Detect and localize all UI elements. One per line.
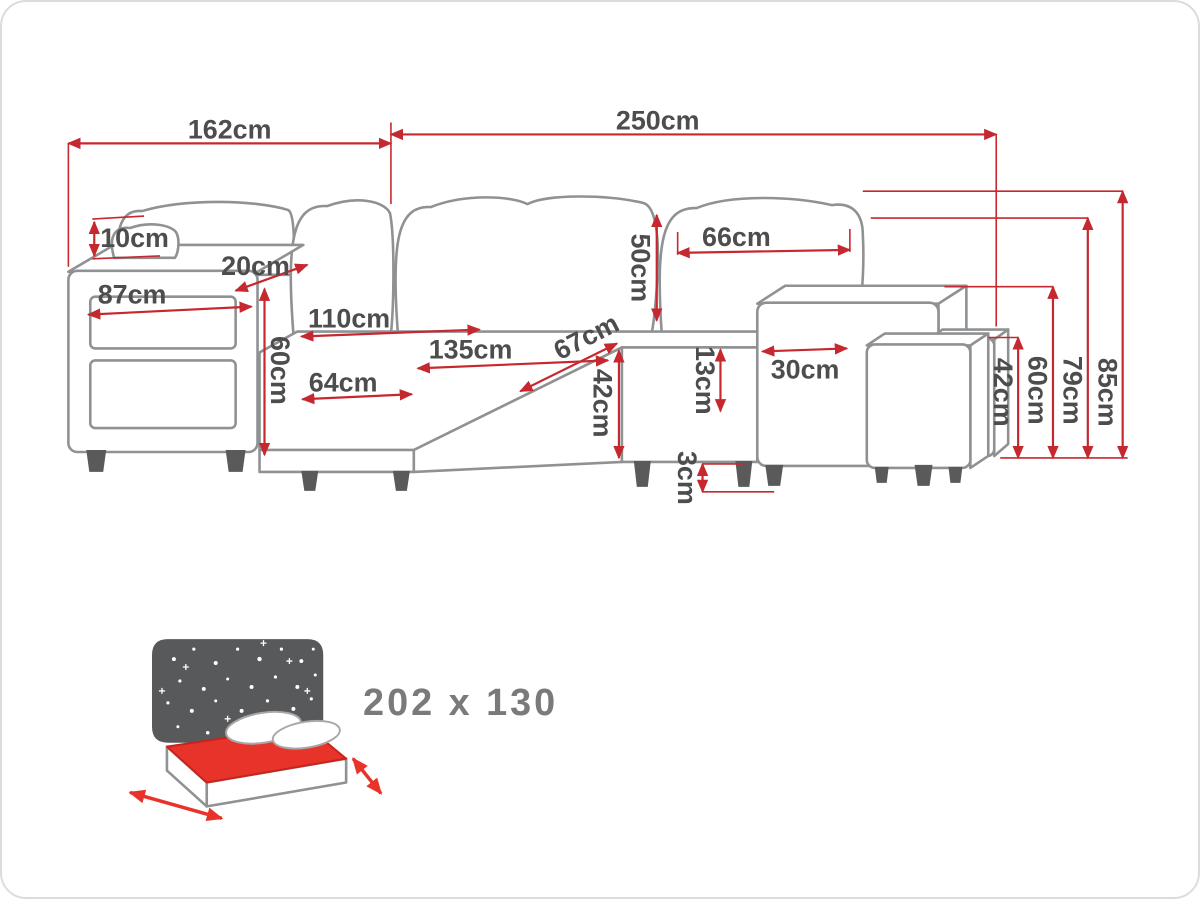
label-width-left: 162cm (188, 114, 272, 144)
stars (166, 647, 317, 735)
dimension-line-20 (234, 263, 309, 292)
label-seat-length: 135cm (429, 334, 513, 364)
label-armrest-pad: 10cm (100, 223, 169, 253)
label-armrest-height: 60cm (265, 336, 295, 405)
armrest-shelf-lower (88, 359, 237, 430)
pillow-right (271, 719, 341, 750)
label-total-height: 85cm (1092, 358, 1122, 427)
label-side-height: 60cm (1023, 356, 1053, 425)
label-pouf-height: 42cm (988, 358, 1018, 427)
label-armrest-front-width: 87cm (98, 280, 167, 310)
label-width-right: 250cm (616, 105, 700, 135)
label-corner-seat-length: 110cm (308, 304, 390, 334)
label-back-cushion-height: 50cm (625, 233, 655, 302)
armrest-back-pad (110, 223, 180, 260)
sofa-outline (67, 195, 1010, 491)
label-leg-height: 3cm (672, 451, 702, 505)
dimension-lines (66, 122, 1129, 494)
label-armrest-seat-gap: 13cm (690, 346, 720, 415)
back-cushion-corner (289, 199, 395, 335)
width-arrow-icon (128, 789, 224, 822)
depth-arrow-icon (351, 757, 383, 795)
label-right-armrest-top-depth: 30cm (771, 354, 840, 384)
right-armrest-top (756, 284, 968, 305)
dimension-line-87 (86, 301, 253, 320)
dimension-line-66 (676, 244, 852, 259)
seat-front-face (620, 346, 759, 464)
big-pouf-front (865, 343, 972, 470)
label-corner-seat-width: 64cm (309, 367, 378, 397)
sleeping-function-icon: 202 x 130 (128, 639, 558, 822)
dimension-line-110 (299, 324, 481, 342)
dimension-line-67 (519, 342, 619, 393)
corner-seat-front (258, 448, 416, 474)
label-seat-height: 42cm (588, 369, 618, 438)
label-armrest-top-depth: 20cm (221, 251, 290, 281)
label-back-cushion-width: 66cm (702, 222, 771, 252)
dimension-line-30 (760, 343, 849, 357)
dimension-line-64 (300, 389, 414, 405)
big-pouf-side (969, 332, 990, 470)
sleeping-area-size: 202 x 130 (363, 682, 558, 724)
label-backrest-height: 79cm (1057, 356, 1087, 425)
star-sparkles (158, 640, 311, 722)
sofa-legs (86, 449, 963, 491)
back-cushion-middle (394, 195, 660, 335)
